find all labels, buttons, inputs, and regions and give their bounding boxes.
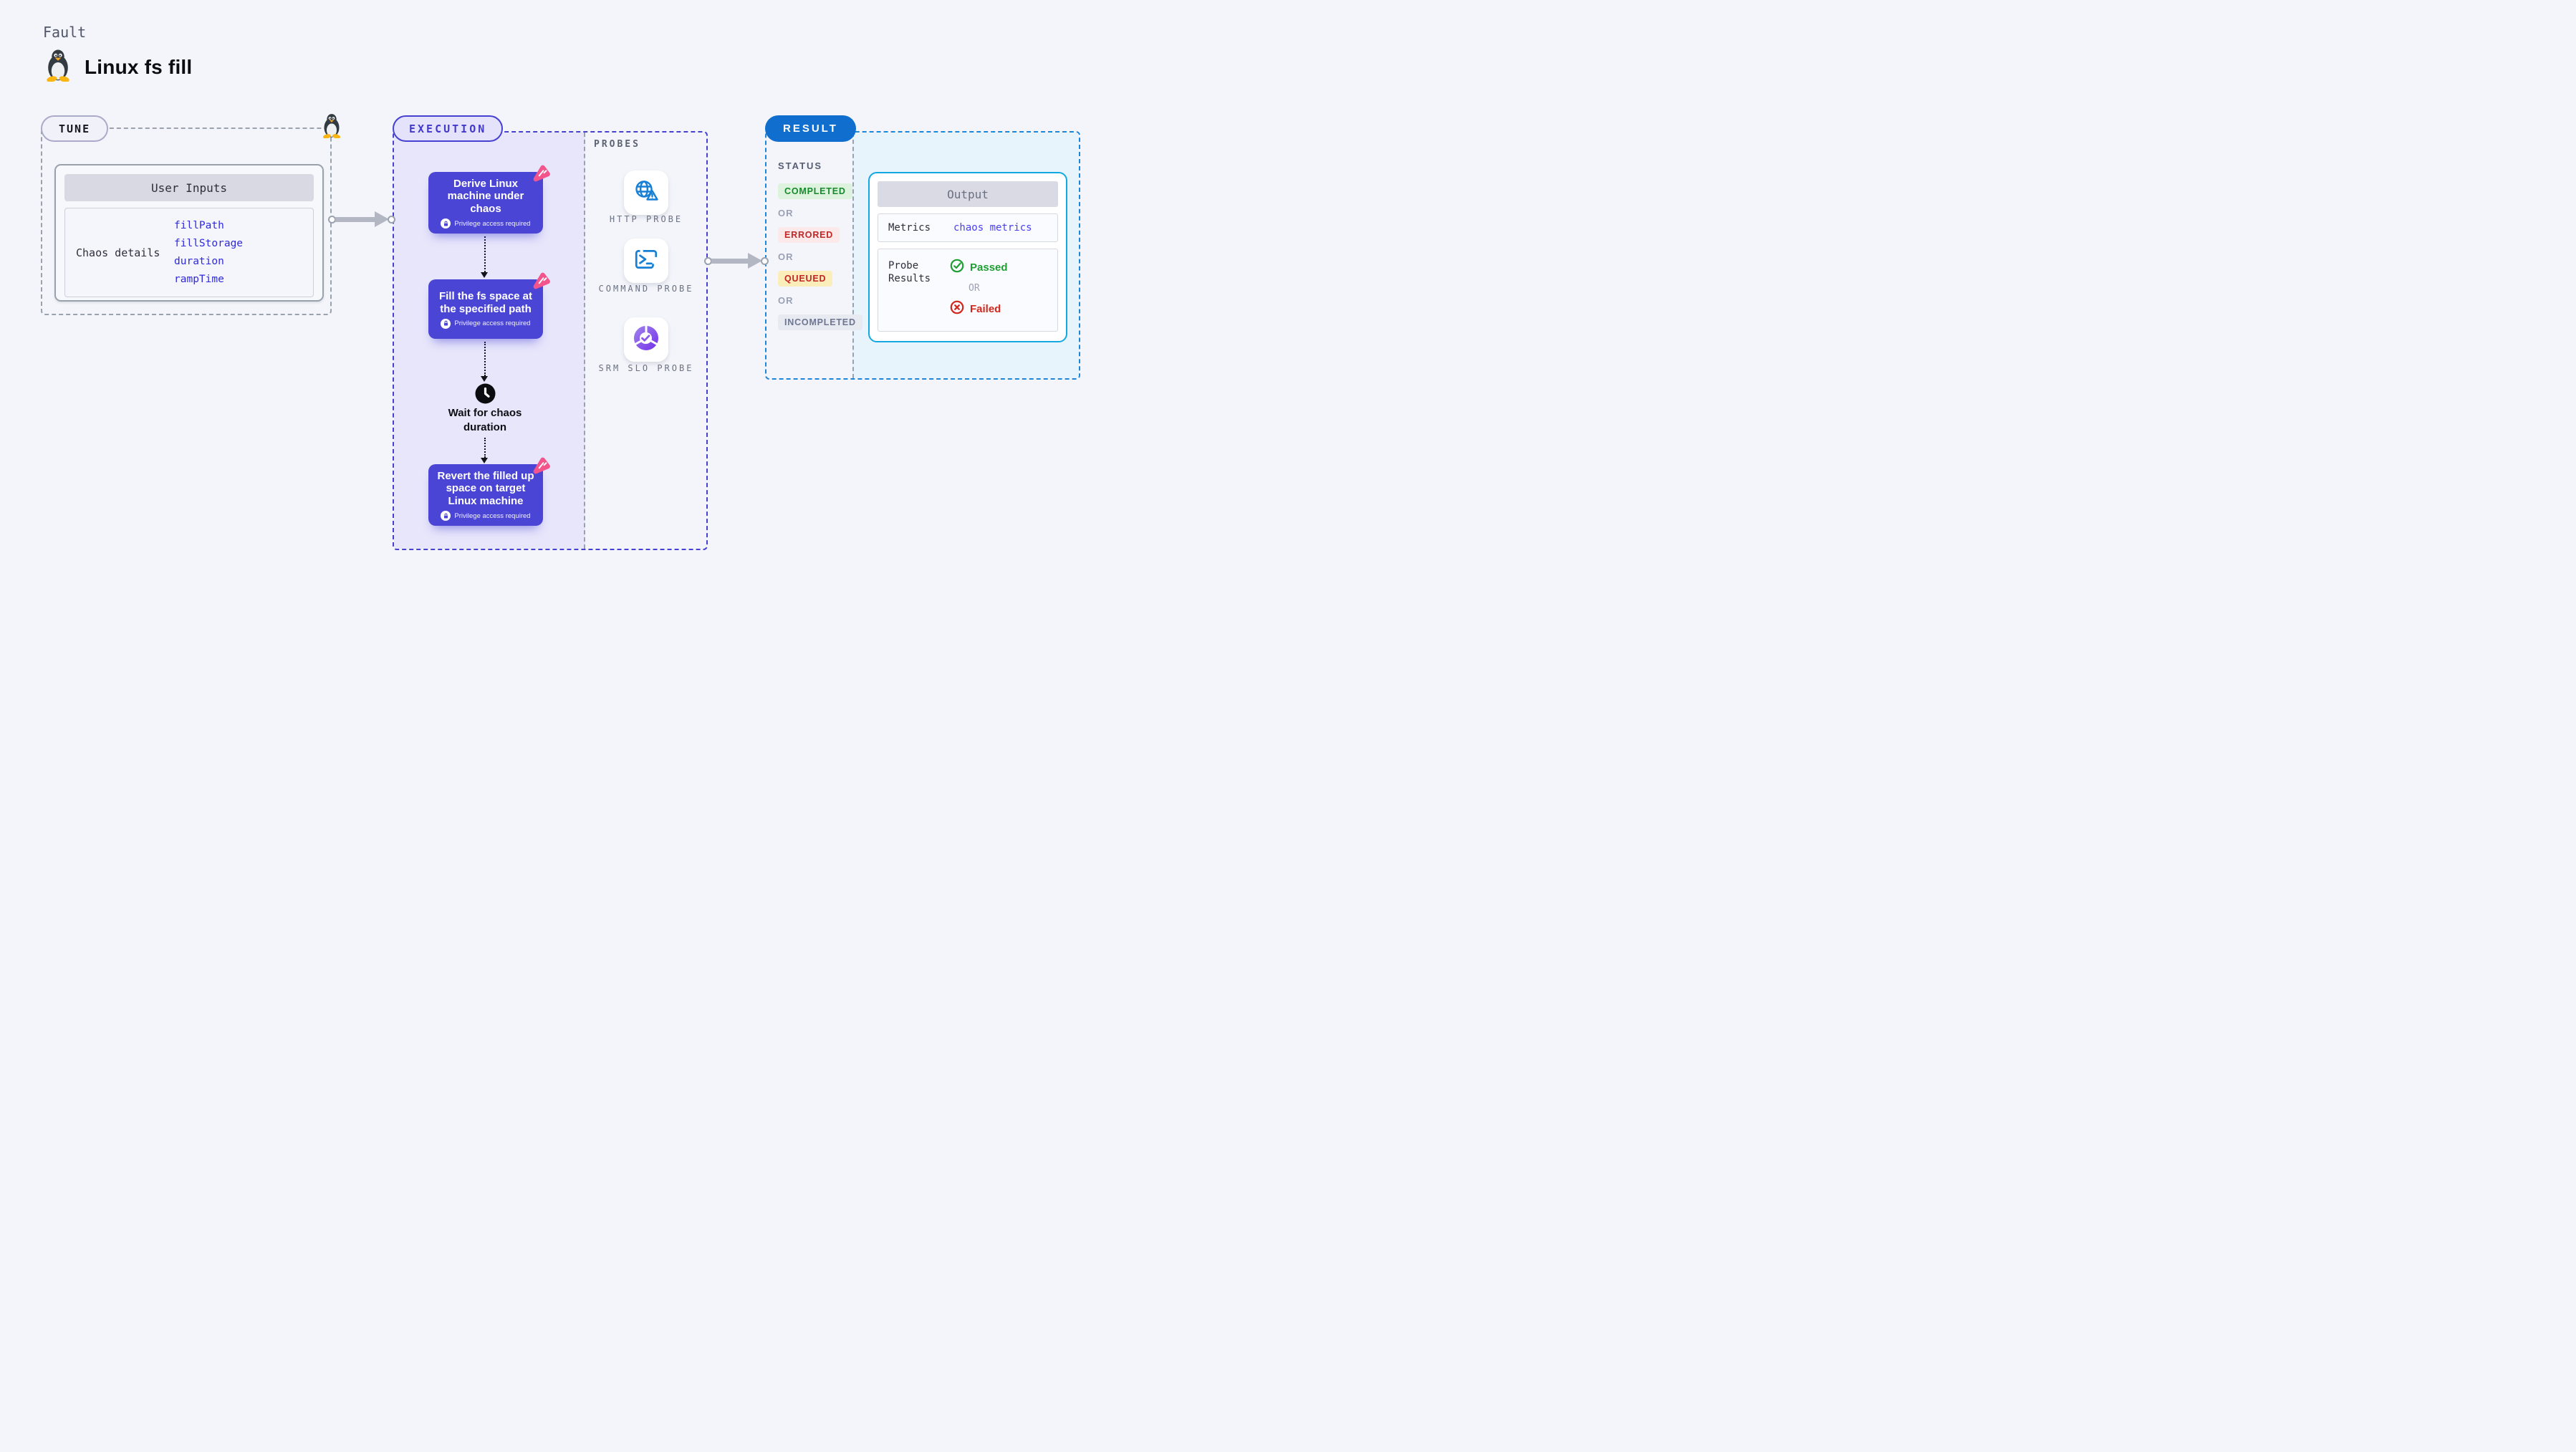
output-card: Output Metrics chaos metrics Probe Resul… — [868, 172, 1067, 342]
arrow-execution-to-result — [704, 253, 769, 269]
metrics-row: Metrics chaos metrics — [878, 213, 1058, 242]
step-revert-space: Revert the filled up space on target Lin… — [428, 457, 550, 526]
probe-results-label: Probe Results — [888, 260, 931, 285]
chaos-fault-icon — [532, 271, 551, 294]
execution-badge: EXECUTION — [393, 115, 504, 142]
metrics-label: Metrics — [888, 222, 931, 234]
probes-header: PROBES — [594, 139, 640, 150]
status-column: STATUS COMPLETED OR ERRORED OR QUEUED OR… — [778, 160, 862, 330]
input-fillstorage: fillStorage — [174, 238, 244, 249]
status-or-label: OR — [778, 295, 794, 306]
srm-slo-probe-label: SRM SLO PROBE — [598, 363, 694, 373]
fault-title: Linux fs fill — [85, 55, 193, 78]
privilege-note-text: Privilege access required — [454, 219, 531, 228]
failed-label: Failed — [970, 303, 1001, 315]
status-or-label: OR — [778, 208, 794, 218]
user-inputs-card: User Inputs Chaos details fillPath fillS… — [54, 164, 324, 302]
lock-icon — [441, 511, 451, 521]
privilege-note: Privilege access required — [441, 318, 531, 329]
tux-penguin-icon — [44, 49, 72, 85]
status-badge-incompleted: INCOMPLETED — [778, 314, 862, 330]
metrics-value: chaos metrics — [953, 222, 1032, 234]
flow-arrowhead — [481, 458, 488, 463]
chaos-details-values: fillPath fillStorage duration rampTime — [174, 220, 243, 285]
status-badge-errored: ERRORED — [778, 227, 840, 243]
status-header: STATUS — [778, 160, 823, 171]
flow-arrowhead — [481, 376, 488, 382]
flow-connector — [484, 342, 486, 376]
probe-results-values: Passed OR Failed — [950, 249, 1008, 331]
input-ramptime: rampTime — [174, 274, 224, 285]
arrow-head — [748, 253, 762, 269]
arrow-tune-to-execution — [328, 211, 395, 227]
command-probe-label: COMMAND PROBE — [598, 284, 694, 294]
failed-line: Failed — [950, 300, 1008, 318]
privilege-note-text: Privilege access required — [454, 511, 531, 520]
arrow-shaft — [335, 216, 375, 222]
status-badge-completed: COMPLETED — [778, 183, 852, 199]
wait-for-chaos-label: Wait for chaos duration — [448, 407, 522, 433]
arrow-shaft — [711, 258, 749, 264]
connector-node — [388, 215, 395, 223]
flow-connector — [484, 236, 486, 272]
slo-donut-check-icon — [633, 324, 660, 355]
fault-eyebrow: Fault — [43, 24, 87, 41]
step-title: Fill the fs space at the specified path — [438, 290, 533, 315]
x-circle-icon — [950, 300, 964, 318]
check-circle-icon — [950, 259, 964, 277]
results-or-label: OR — [969, 283, 980, 294]
step-derive-machine: Derive Linux machine under chaos Privile… — [428, 165, 550, 234]
http-probe-label: HTTP PROBE — [609, 214, 683, 224]
chaos-fault-icon — [532, 164, 551, 186]
passed-line: Passed — [950, 259, 1008, 277]
flow-arrowhead — [481, 272, 488, 278]
globe-warning-icon — [633, 178, 660, 208]
clock-icon — [475, 383, 496, 408]
flow-connector — [484, 438, 486, 458]
probe-results-row: Probe Results Passed OR — [878, 249, 1058, 332]
privilege-note: Privilege access required — [441, 511, 531, 521]
passed-label: Passed — [970, 261, 1008, 274]
user-inputs-header: User Inputs — [64, 174, 314, 201]
tune-badge: TUNE — [41, 115, 109, 142]
command-probe-card — [624, 239, 668, 283]
output-header: Output — [878, 181, 1058, 207]
http-probe-card — [624, 170, 668, 215]
lock-icon — [441, 218, 451, 229]
status-badge-queued: QUEUED — [778, 271, 833, 287]
chaos-fault-diagram: Fault Linux fs fill TUNE — [0, 0, 1123, 633]
privilege-note-text: Privilege access required — [454, 319, 531, 328]
srm-slo-probe-card — [624, 317, 668, 362]
step-fill-fs-space: Fill the fs space at the specified path … — [428, 272, 550, 339]
chaos-fault-icon — [532, 456, 551, 479]
step-title: Derive Linux machine under chaos — [447, 177, 524, 215]
privilege-note: Privilege access required — [441, 218, 531, 229]
lock-icon — [441, 318, 451, 329]
step-title: Revert the filled up space on target Lin… — [437, 469, 534, 507]
page-title: Linux fs fill — [44, 49, 192, 85]
status-or-label: OR — [778, 251, 794, 262]
input-duration: duration — [174, 256, 224, 267]
result-badge: RESULT — [765, 115, 856, 142]
arrow-head — [375, 211, 389, 227]
connector-node — [761, 256, 769, 265]
tux-penguin-icon — [322, 113, 342, 142]
user-inputs-body: Chaos details fillPath fillStorage durat… — [64, 208, 314, 297]
terminal-prompt-icon — [633, 247, 659, 275]
chaos-details-label: Chaos details — [76, 246, 160, 259]
input-fillpath: fillPath — [174, 220, 224, 231]
